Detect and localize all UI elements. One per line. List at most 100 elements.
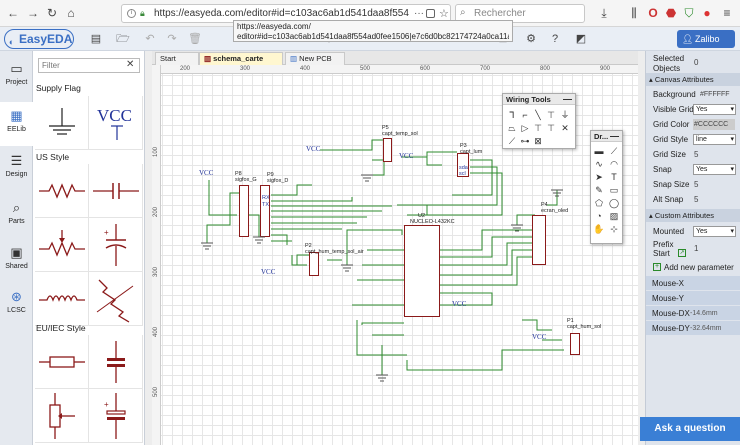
text-icon[interactable]: T [611,172,617,182]
line-tool-icon[interactable]: ⟋ [610,146,618,156]
image-icon[interactable]: ▨ [609,211,619,221]
symbol-potentiometer-eu[interactable] [35,389,89,443]
symbol-resistor-eu[interactable] [35,335,89,389]
symbol-capacitor[interactable] [89,164,143,218]
symbol-varistor[interactable] [89,272,143,326]
tab-start[interactable]: Start [155,52,199,65]
lastpass-icon[interactable]: ● [703,6,711,20]
nav-shared[interactable]: ▣ Shared [0,239,33,283]
arrow-icon[interactable]: ➤ [595,172,603,182]
delete-icon[interactable]: 🗑︎ [188,33,202,45]
net-port-icon[interactable]: ⏢ [508,123,516,133]
pan-hand-icon[interactable]: ✋ [593,224,605,234]
symbol-capacitor-eu[interactable] [89,335,143,389]
component-p5[interactable] [383,138,392,162]
nav-eelib[interactable]: ▦ EELib [0,102,33,146]
junction-icon[interactable]: ⟋ [508,136,516,146]
no-connect-icon[interactable]: ✕ [561,123,569,133]
net-flag-gnd-icon[interactable]: ⏚ [560,110,570,120]
component-p1[interactable] [570,333,580,355]
component-p2[interactable] [309,252,319,276]
theme-icon[interactable]: ◩ [575,33,587,45]
custom-attributes-header[interactable]: ▴ Custom Attributes [646,209,740,222]
bookmark-star-icon[interactable]: ☆ [439,8,449,20]
grid-color-value[interactable]: #CCCCCC [693,119,735,130]
reload-icon[interactable]: ↻ [46,6,58,20]
nav-lcsc[interactable]: ⊛ LCSC [0,283,33,327]
component-p3[interactable] [457,153,469,177]
info-icon[interactable]: i [127,9,136,18]
nav-project[interactable]: ▭ Project [0,55,33,99]
bus-entry-icon[interactable]: ╲ [535,110,541,120]
visible-grid-select[interactable]: Yes [693,104,736,115]
snap-size-value[interactable]: 5 [694,180,699,189]
canvas-attributes-header[interactable]: ▴ Canvas Attributes [646,73,740,86]
open-folder-icon[interactable]: 🗁︎ [116,33,130,45]
text-box-icon[interactable]: ▬ [594,146,604,156]
snap-select[interactable]: Yes [693,164,736,175]
menu-icon[interactable]: ≡ [723,6,731,20]
prefix-start-value[interactable]: 1 [694,244,699,253]
freehand-icon[interactable]: ✎ [595,185,603,195]
component-u2-nucleo[interactable] [404,225,440,317]
pin-icon[interactable]: ⊤ [547,123,555,133]
tab-new-pcb[interactable]: ▥ New PCB [285,52,345,65]
filter-input[interactable] [38,58,140,73]
home-icon[interactable]: ⌂ [67,6,75,20]
page-actions-icon[interactable]: ··· [414,8,424,19]
symbol-ground[interactable] [35,96,89,150]
redo-icon[interactable]: ↷ [167,33,177,45]
edit-prefix-icon[interactable]: ↗ [678,249,686,257]
symbol-vcc[interactable]: VCC [89,96,143,150]
background-value[interactable]: #FFFFFF [700,91,730,98]
opera-icon[interactable]: O [648,6,658,20]
net-label-icon[interactable]: ⊤ [547,110,555,120]
document-menu-icon[interactable]: ▤ [90,33,102,45]
polygon-icon[interactable]: ⬠ [595,198,603,208]
bus-tool-icon[interactable]: ⌐ [522,110,528,120]
tab-schema-carte[interactable]: ▥ schema_carte [199,52,283,65]
shield-icon[interactable]: ⛉ [684,6,694,20]
component-p8[interactable] [239,185,249,237]
mounted-select[interactable]: Yes [693,226,736,237]
user-menu-button[interactable]: 👤︎ Zalibo [677,30,735,48]
settings-icon[interactable]: ⚙ [526,33,536,45]
symbol-polarized-capacitor[interactable]: + [89,218,143,272]
arc-icon[interactable]: ◠ [610,159,618,169]
net-flag-vcc-icon[interactable]: ▷ [521,123,529,133]
origin-icon[interactable]: ⊹ [610,224,618,234]
minimize-icon[interactable]: — [563,94,572,104]
wiring-tools-header[interactable]: Wiring Tools — [503,94,575,105]
rectangle-icon[interactable]: ▭ [609,185,619,195]
add-parameter-row[interactable]: + Add new parameter [646,260,740,275]
clear-filter-icon[interactable]: ✕ [126,59,135,70]
nav-parts[interactable]: ⌕ Parts [0,194,33,238]
easyeda-logo[interactable]: ◐ EasyEDA [4,29,74,49]
downloads-icon[interactable]: ⤓ [601,6,607,20]
symbol-inductor[interactable] [35,272,89,326]
drawing-tools-header[interactable]: Dr... — [591,131,622,142]
grid-style-select[interactable]: line [693,134,736,145]
pocket-icon[interactable] [426,9,435,18]
component-p4[interactable] [532,215,546,265]
help-icon[interactable]: ? [551,33,559,45]
symbol-potentiometer-us[interactable] [35,218,89,272]
group-icon[interactable]: ⊶ [520,136,530,146]
netlist-icon[interactable]: ⊠ [534,136,542,146]
alt-snap-value[interactable]: 5 [694,195,699,204]
pie-icon[interactable]: ◔ [596,211,602,221]
forward-icon[interactable]: → [27,6,39,20]
minimize-icon[interactable]: — [610,131,619,141]
adblock-icon[interactable]: ⬣ [665,6,677,20]
component-p9[interactable] [260,185,270,237]
nav-design[interactable]: ☰ Design [0,147,33,191]
back-icon[interactable]: ← [7,6,19,20]
search-input[interactable]: ⌕ Rechercher [455,4,585,23]
wire-tool-icon[interactable]: ⅂ [509,110,515,120]
voltage-probe-icon[interactable]: ⊤ [534,123,542,133]
symbol-polarized-capacitor-eu[interactable]: + [89,389,143,443]
ellipse-icon[interactable]: ◯ [608,198,620,208]
grid-size-value[interactable]: 5 [694,150,699,159]
symbol-resistor-us[interactable] [35,164,89,218]
undo-icon[interactable]: ↶ [145,33,155,45]
